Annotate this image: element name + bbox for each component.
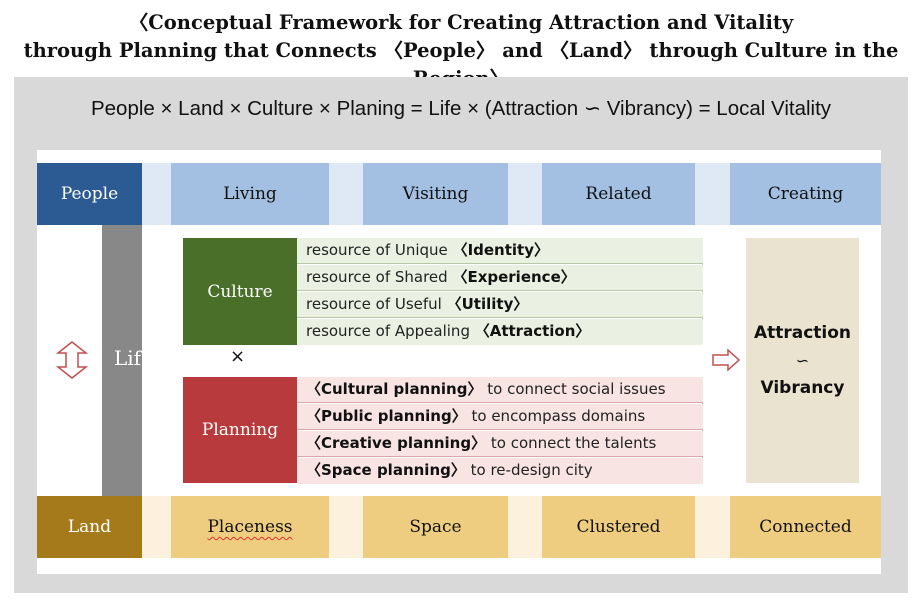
culture-row-key: 〈Utility〉 — [446, 295, 529, 313]
land-item-clustered: Clustered — [542, 496, 695, 558]
culture-row-prefix: resource of Shared — [306, 268, 453, 286]
life-label: Life — [114, 346, 153, 370]
planning-label: Planning — [183, 377, 297, 483]
formula: People × Land × Culture × Planing = Life… — [90, 97, 832, 120]
culture-row-prefix: resource of Useful — [306, 295, 447, 313]
planning-row-creative: 〈Creative planning〉 to connect the talen… — [297, 431, 703, 457]
culture-row-utility: resource of Useful 〈Utility〉 — [297, 292, 703, 318]
land-item-placeness-text: Placeness — [207, 517, 293, 537]
culture-row-prefix: resource of Appealing — [306, 322, 475, 340]
outcome-box: Attraction ∽ Vibrancy — [746, 238, 859, 483]
people-item-creating: Creating — [730, 163, 881, 225]
planning-row-key: 〈Creative planning〉 — [306, 434, 487, 452]
planning-row-cultural: 〈Cultural planning〉 to connect social is… — [297, 377, 703, 403]
outcome-attraction: Attraction — [753, 323, 852, 343]
planning-row-space: 〈Space planning〉 to re-design city — [297, 458, 703, 484]
land-item-space: Space — [363, 496, 508, 558]
culture-row-identity: resource of Unique 〈Identity〉 — [297, 238, 703, 264]
outcome-connector: ∽ — [795, 351, 810, 370]
people-label: People — [37, 163, 142, 225]
people-item-related: Related — [542, 163, 695, 225]
planning-row-key: 〈Space planning〉 — [306, 461, 466, 479]
planning-row-public: 〈Public planning〉 to encompass domains — [297, 404, 703, 430]
outcome-vibrancy: Vibrancy — [760, 378, 845, 398]
people-item-visiting: Visiting — [363, 163, 508, 225]
culture-row-key: 〈Attraction〉 — [474, 322, 591, 340]
double-headed-vertical-arrow-icon — [56, 341, 88, 379]
culture-row-prefix: resource of Unique — [306, 241, 453, 259]
land-item-connected: Connected — [730, 496, 881, 558]
land-label: Land — [37, 496, 142, 558]
culture-row-key: 〈Experience〉 — [452, 268, 576, 286]
planning-row-key: 〈Public planning〉 — [306, 407, 467, 425]
culture-row-experience: resource of Shared 〈Experience〉 — [297, 265, 703, 291]
culture-row-key: 〈Identity〉 — [452, 241, 549, 259]
life-column — [102, 225, 142, 496]
planning-row-suffix: to encompass domains — [466, 407, 646, 425]
title-line-1: 〈Conceptual Framework for Creating Attra… — [128, 11, 794, 34]
culture-label: Culture — [183, 238, 297, 345]
times-symbol: × — [230, 346, 246, 367]
people-item-living: Living — [171, 163, 329, 225]
planning-row-key: 〈Cultural planning〉 — [306, 380, 483, 398]
planning-row-suffix: to connect the talents — [486, 434, 657, 452]
hollow-right-arrow-icon — [712, 349, 741, 371]
planning-row-suffix: to connect social issues — [482, 380, 666, 398]
planning-row-suffix: to re-design city — [465, 461, 593, 479]
land-item-placeness: Placeness — [171, 496, 329, 558]
culture-row-attraction: resource of Appealing 〈Attraction〉 — [297, 319, 703, 345]
